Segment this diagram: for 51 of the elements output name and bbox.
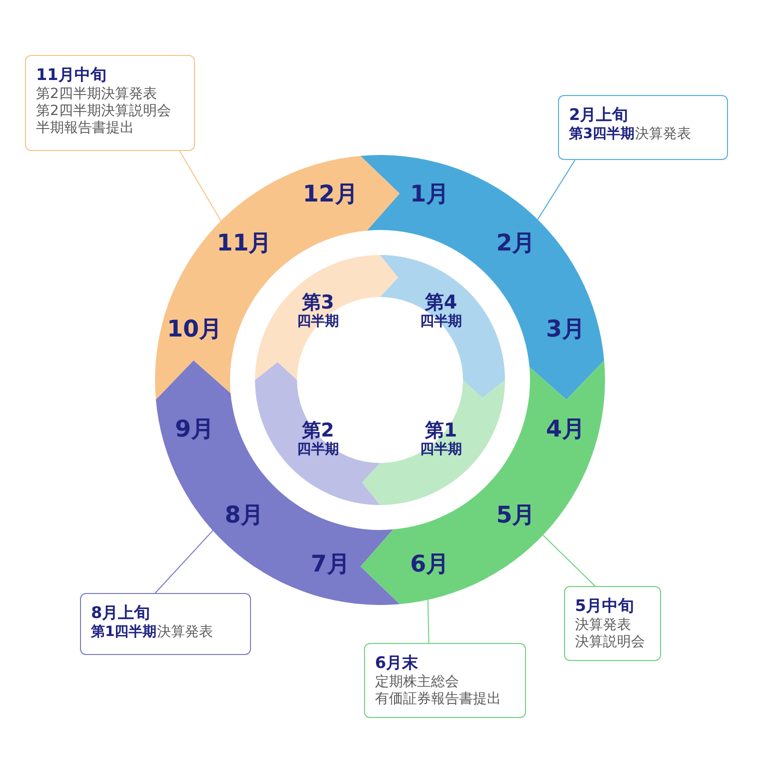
quarter-number: 第2 (302, 420, 334, 441)
leader-line (179, 150, 222, 222)
quarter-label: 四半期 (297, 314, 339, 330)
month-label: 4月 (546, 417, 585, 442)
event-text: 第2四半期決算発表 (36, 86, 157, 103)
quarter-number: 第1 (424, 420, 458, 441)
callout-box (25, 55, 195, 151)
month-label: 6月 (410, 552, 450, 578)
date-heading: 11月中旬 (36, 64, 106, 85)
month-label: 5月 (496, 503, 536, 528)
month-label: 11月 (216, 232, 272, 257)
leader-line (427, 599, 430, 644)
quarter-number: 第3 (302, 292, 334, 313)
month-label: 10月 (167, 318, 222, 343)
date-heading: 8月上旬 (91, 602, 150, 623)
month-label: 3月 (546, 318, 585, 343)
leader-line (537, 160, 576, 220)
date-heading: 5月中旬 (575, 595, 634, 616)
quarter-arrow-segment (255, 361, 380, 505)
callout-box (564, 586, 661, 661)
event-text: 決算発表 (575, 617, 631, 634)
event-text: 第3四半期決算発表 (569, 126, 691, 143)
quarter-label: 四半期 (420, 442, 462, 458)
leader-line (542, 534, 596, 586)
quarter-label: 四半期 (420, 314, 462, 330)
quarter-arrow-segment (361, 380, 505, 505)
callout-box (364, 643, 526, 718)
month-arrow-segment (360, 155, 605, 400)
month-arrow-segment (155, 360, 400, 605)
month-label: 8月 (224, 503, 264, 528)
quarter-arrow-segment (380, 255, 505, 399)
callout-box (80, 593, 251, 655)
event-text: 決算説明会 (575, 634, 645, 651)
month-label: 12月 (302, 182, 358, 208)
quarter-label: 四半期 (297, 442, 339, 458)
date-heading: 6月末 (375, 652, 418, 673)
month-arrow-segment (155, 155, 400, 400)
event-text: 有価証券報告書提出 (375, 691, 501, 708)
month-label: 7月 (310, 552, 350, 578)
quarter-arrow-segment (255, 255, 399, 380)
month-label: 9月 (175, 417, 214, 442)
month-label: 1月 (410, 182, 450, 208)
month-label: 2月 (496, 232, 536, 257)
leader-line (154, 530, 214, 594)
quarter-number: 第4 (424, 292, 458, 313)
date-heading: 2月上旬 (569, 104, 628, 125)
event-text: 第1四半期決算発表 (91, 624, 213, 641)
event-text: 第2四半期決算説明会 (36, 103, 171, 120)
event-text: 半期報告書提出 (36, 120, 134, 137)
callout-box (558, 95, 728, 160)
event-text: 定期株主総会 (375, 674, 459, 691)
